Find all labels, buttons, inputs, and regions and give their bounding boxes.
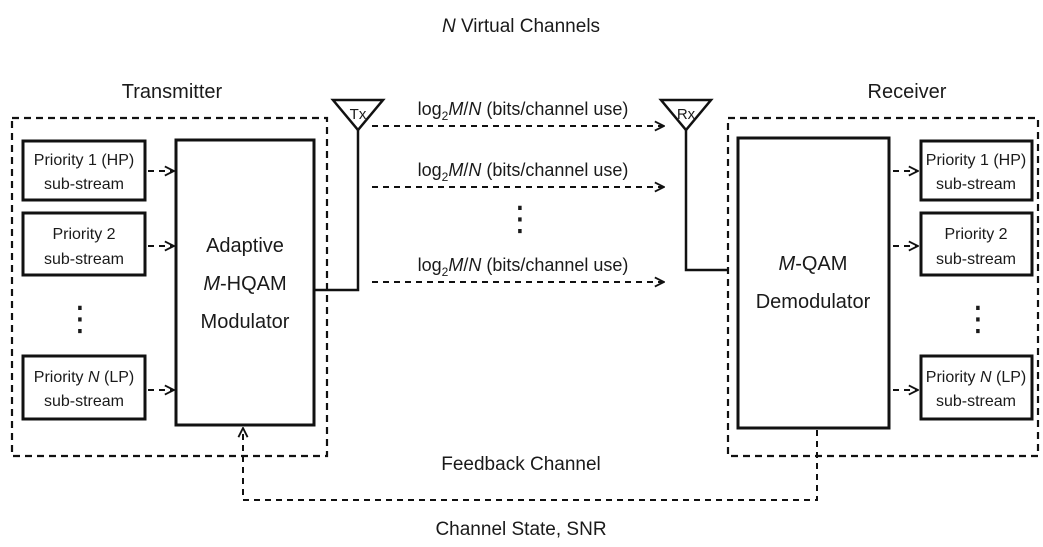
virtual-channel-2: log2M/N (bits/channel use) xyxy=(372,160,664,187)
receiver-label: Receiver xyxy=(868,81,947,103)
svg-text:Tx: Tx xyxy=(350,106,367,123)
svg-text:Priority 1 (HP): Priority 1 (HP) xyxy=(926,152,1026,169)
svg-text:Priority 2: Priority 2 xyxy=(52,226,115,243)
svg-text:M-HQAM: M-HQAM xyxy=(203,273,286,295)
diagram-title: N Virtual Channels xyxy=(442,16,600,37)
rx-stream-1: Priority 1 (HP) sub-stream xyxy=(919,139,1034,202)
svg-text:sub-stream: sub-stream xyxy=(44,393,124,410)
svg-text:log2M/N (bits/channel use): log2M/N (bits/channel use) xyxy=(418,255,629,279)
svg-text:sub-stream: sub-stream xyxy=(936,393,1016,410)
rx-stream-n: Priority N (LP) sub-stream xyxy=(919,354,1034,421)
svg-text:Demodulator: Demodulator xyxy=(756,291,871,313)
svg-text:Priority N (LP): Priority N (LP) xyxy=(34,369,134,386)
svg-text:log2M/N (bits/channel use): log2M/N (bits/channel use) xyxy=(418,99,629,123)
svg-text:Priority 1 (HP): Priority 1 (HP) xyxy=(34,152,134,169)
svg-text:Priority 2: Priority 2 xyxy=(944,226,1007,243)
transmitter-label: Transmitter xyxy=(122,81,223,103)
transmitter-enclosure xyxy=(10,116,329,458)
feedback-info: Channel State, SNR xyxy=(435,519,606,540)
channel-ellipsis: ⋮ xyxy=(503,200,537,238)
svg-text:sub-stream: sub-stream xyxy=(44,176,124,193)
tx-ellipsis: ⋮ xyxy=(63,300,97,338)
svg-text:log2M/N (bits/channel use): log2M/N (bits/channel use) xyxy=(418,160,629,184)
svg-text:sub-stream: sub-stream xyxy=(44,251,124,268)
svg-text:sub-stream: sub-stream xyxy=(936,251,1016,268)
svg-text:sub-stream: sub-stream xyxy=(936,176,1016,193)
rx-wire xyxy=(684,128,728,272)
virtual-channel-n: log2M/N (bits/channel use) xyxy=(372,255,664,282)
virtual-channel-1: log2M/N (bits/channel use) xyxy=(372,99,664,126)
tx-antenna: Tx xyxy=(330,98,386,132)
tx-stream-1: Priority 1 (HP) sub-stream xyxy=(21,139,147,202)
tx-stream-n: Priority N (LP) sub-stream xyxy=(21,354,147,421)
rx-stream-2: Priority 2 sub-stream xyxy=(919,211,1034,277)
svg-text:Adaptive: Adaptive xyxy=(206,235,284,257)
svg-text:Priority N (LP): Priority N (LP) xyxy=(926,369,1026,386)
svg-text:Modulator: Modulator xyxy=(201,311,290,333)
svg-text:M-QAM: M-QAM xyxy=(779,253,848,275)
rx-antenna: Rx xyxy=(658,98,714,132)
feedback-label: Feedback Channel xyxy=(441,454,601,475)
modulator-block: Adaptive M-HQAM Modulator xyxy=(174,138,316,427)
demodulator-block: M-QAM Demodulator xyxy=(736,136,891,430)
tx-wire xyxy=(314,128,360,292)
feedback-path xyxy=(243,428,818,501)
rx-ellipsis: ⋮ xyxy=(961,300,995,338)
tx-stream-2: Priority 2 sub-stream xyxy=(21,211,147,277)
svg-text:Rx: Rx xyxy=(677,106,696,123)
